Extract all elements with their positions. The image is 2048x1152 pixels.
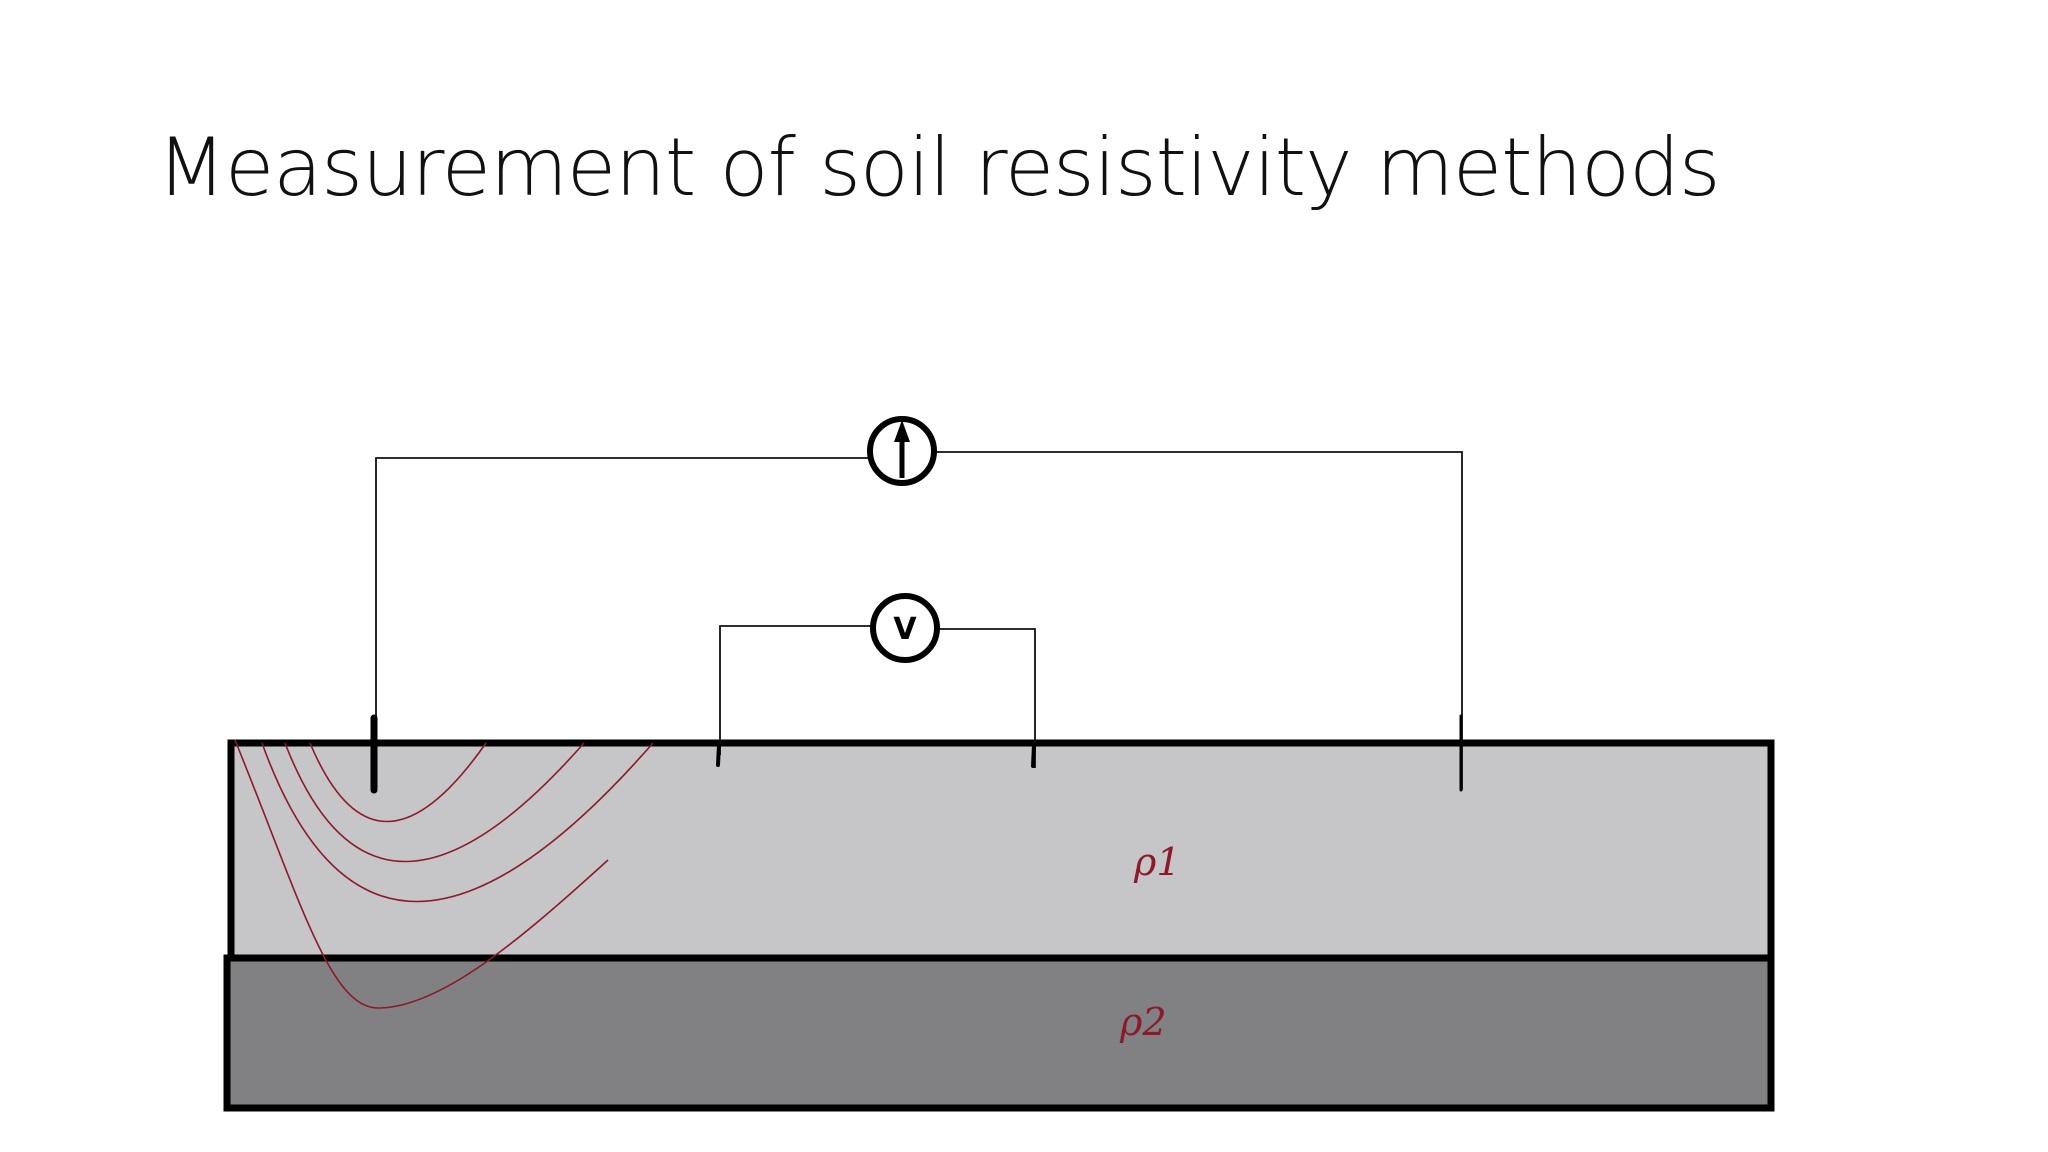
current-flow-line [284,742,585,863]
soil-layer-lower [223,954,1775,1112]
slide-title: Measurement of soil resistivity methods [157,121,1721,214]
potential-electrode-right [1031,743,1036,768]
current-flow-line [261,742,654,903]
voltmeter: V [870,593,940,663]
voltmeter-label: V [893,612,917,647]
layer-label-rho2: ρ2 [1119,1000,1167,1044]
potential-electrode-left [716,743,721,767]
current-wire-right [932,451,1463,790]
electrodes [370,714,1463,794]
current-flow-line [309,742,487,823]
soil-layer-upper [227,739,1775,962]
voltage-wire-right [935,628,1036,768]
arrow-head-icon [894,420,910,442]
wires [375,451,1463,790]
current-source [867,416,937,486]
voltage-wire-left [719,625,871,755]
current-wire-left [375,457,870,750]
current-flow-lines [234,739,654,1009]
current-flow-line [234,739,609,1009]
layer-label-rho1: ρ1 [1133,840,1181,884]
